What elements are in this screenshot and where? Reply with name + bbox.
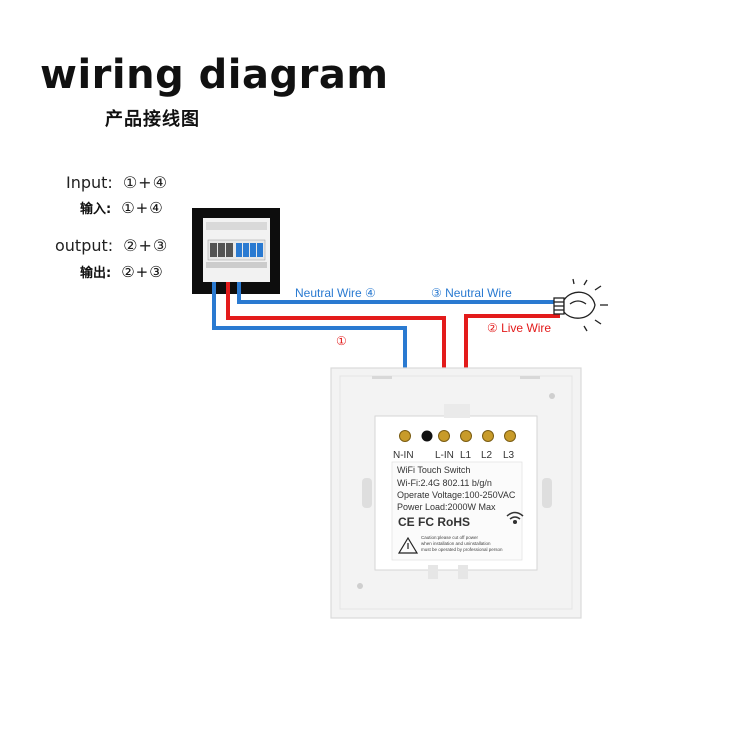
input-row-cn: 输入: ①+④	[80, 198, 164, 217]
light-bulb-icon	[553, 278, 608, 332]
spec-line: Operate Voltage:100-250VAC	[397, 490, 516, 500]
output-label-cn: 输出:	[80, 266, 112, 281]
warning-line: must be operated by professional person	[421, 547, 503, 552]
terminal-screws	[399, 430, 516, 442]
input-row: Input: ①+④	[66, 173, 168, 192]
wire-neutral-lamp	[237, 282, 560, 304]
wifi-icon	[506, 511, 524, 525]
terminal-label-l1: L1	[460, 450, 472, 461]
terminal-label-l3: L3	[503, 450, 515, 461]
switch-plate	[330, 367, 582, 619]
input-value-cn: ①+④	[121, 199, 164, 217]
breaker-icon	[210, 243, 263, 257]
live-wire-label: ② Live Wire	[487, 321, 552, 335]
output-row-cn: 输出: ②+③	[80, 262, 164, 281]
terminal-label-l2: L2	[481, 450, 493, 461]
page-title: wiring diagram	[40, 52, 389, 98]
page-subtitle: 产品接线图	[105, 109, 200, 130]
warning-icon	[397, 536, 419, 554]
distribution-box	[192, 208, 280, 294]
spec-line: WiFi Touch Switch	[397, 465, 471, 475]
spec-line: Power Load:2000W Max	[397, 502, 496, 512]
wire-one-label: ①	[336, 334, 347, 348]
neutral-wire-label-left: Neutral Wire ④	[295, 286, 376, 300]
input-label-cn: 输入:	[80, 202, 112, 217]
terminal-label-l-in: L-IN	[435, 450, 454, 461]
output-value-cn: ②+③	[121, 263, 164, 281]
warning-line: Caution:please cut off power	[421, 535, 478, 540]
neutral-wire-label-right: ③ Neutral Wire	[431, 286, 512, 300]
output-value: ②+③	[123, 236, 169, 255]
certification-marks: CE FC RoHS	[398, 515, 470, 529]
spec-line: Wi-Fi:2.4G 802.11 b/g/n	[397, 478, 492, 488]
output-label: output:	[55, 236, 114, 255]
terminal-label-n-in: N-IN	[393, 450, 414, 461]
warning-line: when installation and uninstallation	[421, 541, 491, 546]
output-row: output: ②+③	[55, 236, 168, 255]
input-value: ①+④	[122, 173, 168, 192]
input-label: Input:	[66, 173, 113, 192]
